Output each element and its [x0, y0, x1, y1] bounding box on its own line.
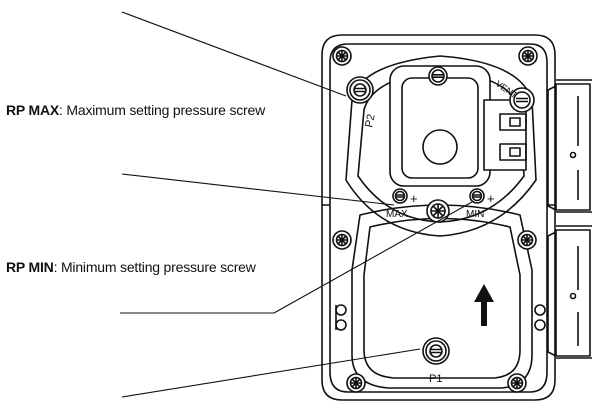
- vent-screw-icon: [509, 87, 535, 113]
- side-module: [547, 79, 592, 359]
- rp-max-sep: :: [59, 102, 67, 118]
- max-label: MAX: [386, 209, 408, 220]
- flow-arrow-icon: [474, 284, 494, 326]
- leader-lines: [120, 11, 473, 398]
- screw-icon: [332, 230, 352, 250]
- solenoid-coil: [389, 65, 527, 187]
- min-plus: +: [487, 191, 495, 206]
- p1-test-screw-icon: [422, 337, 450, 365]
- p2-label: P2: [363, 113, 378, 129]
- p1-label: P1: [429, 373, 442, 385]
- screw-icon: [332, 46, 352, 66]
- corner-screws: [332, 46, 538, 393]
- body-frame: [321, 34, 556, 401]
- max-plus: +: [410, 191, 418, 206]
- screw-icon: [518, 46, 538, 66]
- rp-min-callout: RP MIN: Minimum setting pressure screw: [6, 259, 256, 275]
- screw-icon: [517, 230, 537, 250]
- p2-test-screw-icon: [346, 76, 374, 104]
- min-label: MIN: [466, 209, 484, 220]
- rp-max-code: RP MAX: [6, 102, 59, 118]
- min-screw-icon: [469, 188, 485, 204]
- rp-max-text: Maximum setting pressure screw: [66, 102, 266, 118]
- rp-min-code: RP MIN: [6, 259, 54, 275]
- max-screw-icon: [392, 188, 408, 204]
- coil-screw-icon: [428, 66, 448, 86]
- screw-icon: [346, 373, 366, 393]
- rp-max-callout: RP MAX: Maximum setting pressure screw: [6, 102, 265, 118]
- screw-icon: [426, 199, 450, 223]
- rp-min-text: Minimum setting pressure screw: [60, 259, 256, 275]
- screw-icon: [507, 373, 527, 393]
- slotted-screws: [346, 66, 535, 365]
- rp-min-sep: :: [53, 259, 61, 275]
